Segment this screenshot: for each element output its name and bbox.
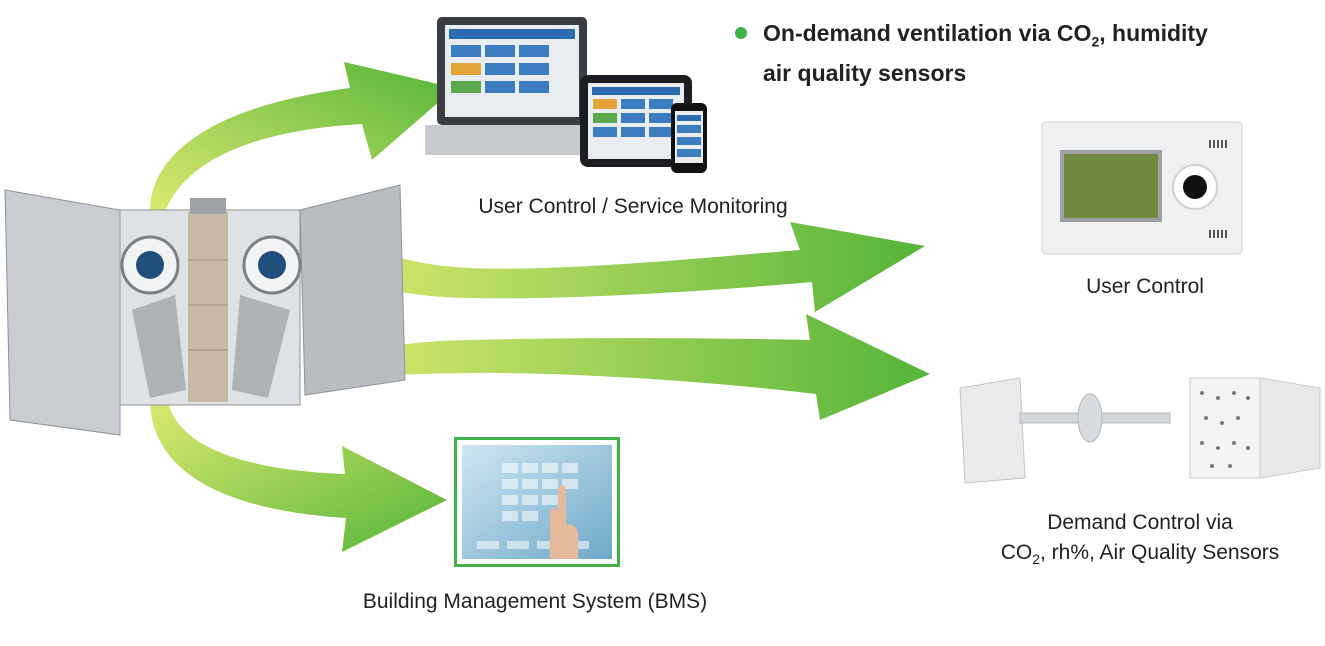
- caption-demand-control: Demand Control via CO2, rh%, Air Quality…: [955, 508, 1325, 574]
- arrow-to-laptop: [150, 62, 455, 212]
- sensors-image: [959, 377, 1321, 484]
- caption-demand-line2-sub: 2: [1032, 551, 1041, 568]
- user-control-panel-image: [1041, 121, 1243, 255]
- bullet-line1-pre: On-demand ventilation via CO: [763, 20, 1092, 46]
- bullet-line1-sub: 2: [1091, 33, 1100, 50]
- bullet-line1-post: , humidity: [1099, 20, 1208, 46]
- caption-demand-line2-pre: CO: [1000, 541, 1033, 564]
- caption-demand-line2-post: , rh%, Air Quality Sensors: [1040, 541, 1280, 564]
- caption-demand-line1: Demand Control via: [1047, 511, 1233, 534]
- arrow-to-user-control: [333, 222, 925, 312]
- ventilation-unit-image: [4, 184, 406, 436]
- bms-touchscreen-image: [462, 445, 612, 559]
- bms-touchscreen-frame: [454, 437, 620, 567]
- caption-user-control-service-monitoring: User Control / Service Monitoring: [478, 195, 788, 218]
- arrow-to-sensors: [333, 314, 930, 420]
- feature-bullet-text: On-demand ventilation via CO2, humidity …: [763, 18, 1325, 89]
- caption-user-control: User Control: [1086, 275, 1204, 298]
- caption-bms: Building Management System (BMS): [362, 590, 708, 613]
- arrow-to-bms: [150, 402, 447, 552]
- bullet-line2: air quality sensors: [763, 59, 967, 86]
- feature-bullet: On-demand ventilation via CO2, humidity …: [735, 18, 1325, 89]
- laptop-tablet-phone-image: [425, 17, 707, 173]
- bullet-dot: [735, 27, 747, 39]
